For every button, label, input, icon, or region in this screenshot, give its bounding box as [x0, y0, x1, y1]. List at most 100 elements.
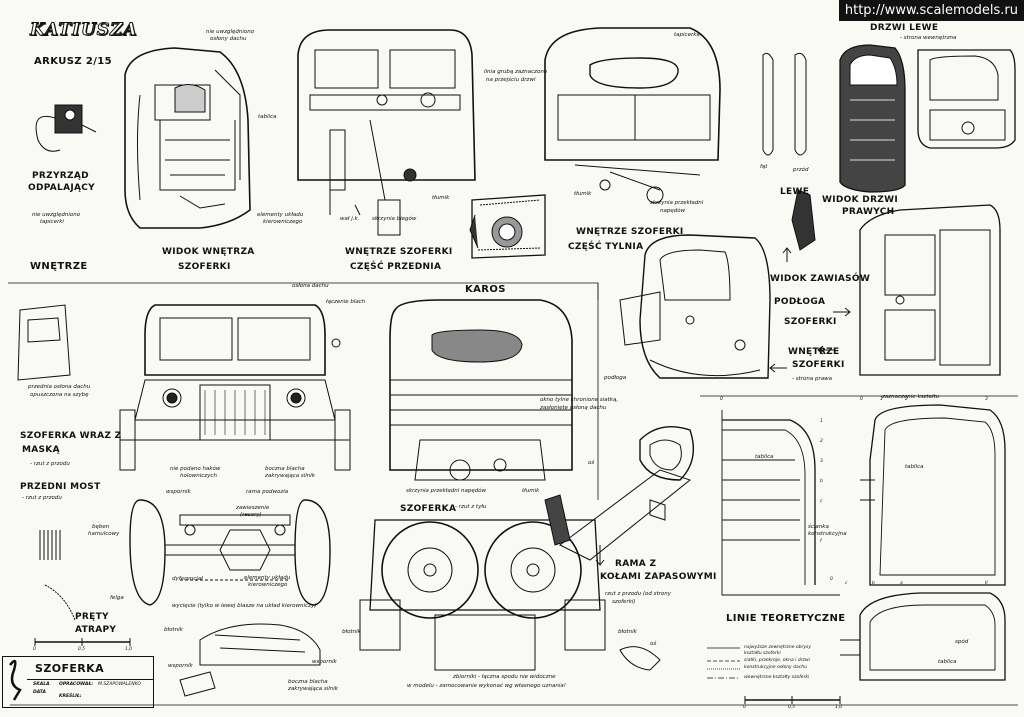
note: bęben	[92, 524, 110, 530]
label-frame-spare: KOŁAMI ZAPASOWYMI	[600, 572, 717, 582]
label-interior-view: SZOFERKI	[178, 262, 231, 272]
grid-marker: 1	[820, 419, 823, 424]
title-block-author: M.SZAPOWALENKO	[98, 682, 141, 687]
note: zaznaczenie kształtu	[882, 394, 940, 400]
cabin-floor-plan	[859, 204, 1001, 376]
arrow	[817, 345, 835, 355]
label-rear-interior: WNĘTRZE SZOFERKI	[576, 227, 684, 237]
grid-marker: 1	[880, 397, 883, 402]
note: błotnik	[618, 629, 637, 635]
note: nie podano haków	[170, 466, 221, 472]
right-door-view	[917, 49, 1016, 149]
note: błotnik	[164, 627, 183, 633]
theoretical-lines-front	[860, 404, 1006, 586]
note: opuszczona na szybę	[30, 392, 89, 398]
legend-item: siatki, przekroje, okna i drzwi	[744, 658, 810, 663]
scale-bar-right	[744, 696, 841, 704]
note: tapicerki	[40, 219, 64, 225]
grid-marker: 2	[905, 397, 908, 402]
label-cab-with-hood: MASKĄ	[22, 445, 60, 455]
note: tłumik	[522, 488, 540, 494]
note: zawieszenie	[236, 505, 270, 511]
note: oś	[588, 460, 595, 466]
note: szoferki)	[612, 599, 636, 605]
fender-small	[619, 646, 661, 671]
note: - rzut z tyłu	[455, 504, 487, 510]
label-left-door: DRZWI LEWE	[870, 23, 939, 33]
legend-item: wewnętrzne kształty szoferki	[744, 675, 810, 680]
label-interior-view: WIDOK WNĘTRZA	[162, 247, 255, 257]
grid-marker: 2	[820, 439, 823, 444]
label-floor: SZOFERKI	[784, 317, 837, 327]
grid-marker: 3	[820, 459, 823, 464]
label-front-axle: PRZEDNI MOST	[20, 482, 101, 492]
note: elementy układu	[244, 575, 291, 581]
note: tłumik	[432, 195, 450, 201]
legend-item: konstrukcyjne osłony dachu	[744, 665, 807, 670]
title-block-scale: SKALA	[33, 682, 50, 687]
note: zakrywająca silnik	[288, 686, 338, 692]
note: tablica	[938, 659, 957, 665]
note: tablica	[755, 454, 774, 460]
note: hamulcowy	[88, 531, 120, 537]
note: tablica	[905, 464, 924, 470]
note: boczna blacha	[265, 466, 305, 472]
label-frame-spare: RAMA Z	[615, 559, 657, 569]
label-front-interior: CZĘŚĆ PRZEDNIA	[350, 262, 442, 272]
title-block-drafted-by-label: KREŚLIŁ:	[59, 694, 82, 699]
watermark: http://www.scalemodels.ru	[838, 0, 1024, 21]
cab-front-with-hood	[119, 304, 351, 471]
note: kierowniczego	[263, 219, 303, 225]
cab-rear-spare-wheels	[359, 519, 606, 671]
arrow	[769, 363, 787, 373]
note: zasłonięte osłoną dachu	[540, 405, 607, 411]
grid-marker: b	[872, 581, 875, 586]
note: elementy układu	[257, 212, 304, 218]
note: - rzut z przodu	[30, 461, 70, 467]
theoretical-lines-side	[721, 410, 840, 596]
title-block-drawn-by-label: OPRACOWAŁ:	[59, 682, 94, 687]
scale-tick: 0,5	[78, 647, 86, 652]
note: osłony dachu	[210, 36, 247, 42]
grid-marker: a	[900, 581, 903, 586]
grid-marker: 0	[860, 397, 863, 402]
cabin-front-interior	[297, 29, 476, 236]
note: zakrywająca silnik	[265, 473, 315, 479]
grid-marker: II	[985, 581, 988, 586]
label-interior-right: WNĘTRZE	[788, 347, 840, 357]
note: linia grubą zaznaczono	[484, 69, 548, 75]
note: oś	[650, 641, 657, 647]
note: wspornik	[312, 659, 337, 665]
firing-device-drawing	[35, 104, 97, 152]
door-side-profiles	[762, 52, 816, 251]
note: fąt	[760, 164, 768, 170]
note: błotnik	[342, 629, 361, 635]
label-left: LEWE	[780, 187, 810, 197]
label-interior-right: SZOFERKI	[792, 360, 845, 370]
label-front-interior: WNĘTRZE SZOFERKI	[345, 247, 453, 257]
left-door-inner	[839, 44, 906, 193]
title-block-name: SZOFERKA	[35, 662, 104, 675]
section-label-interior: WNĘTRZE	[30, 261, 88, 272]
note: konstrukcyjna	[808, 531, 847, 537]
label-firing-device: ODPALAJĄCY	[28, 183, 95, 193]
label-rear-interior: CZĘŚĆ TYLNIA	[568, 242, 644, 252]
logo-mark	[9, 659, 22, 701]
note: tablica	[258, 114, 277, 120]
note: - strona wewnętrzna	[900, 35, 957, 41]
scale-tick: 1,0	[125, 647, 133, 652]
label-theoretical-lines: LINIE TEORETYCZNE	[726, 613, 846, 624]
note: rama podwozia	[246, 489, 289, 495]
scale-tick: 0	[743, 705, 746, 710]
note: (resory)	[240, 512, 262, 518]
note: nie uwzględniono	[32, 212, 81, 218]
frame-spare-wheels-perspective	[544, 426, 694, 566]
note: spód	[955, 639, 969, 645]
note: skrzynia przekładni napędów	[406, 488, 487, 494]
cabin-side-view	[619, 234, 771, 379]
title-block-date: DATA	[33, 690, 46, 695]
note: wycięcie (tylko w lewej blasze na układ …	[172, 603, 317, 609]
note: na przejściu drzwi	[486, 77, 536, 83]
grid-marker: b	[820, 479, 823, 484]
note: zbiorniki - łączna spodu nie widoczne	[453, 674, 556, 680]
